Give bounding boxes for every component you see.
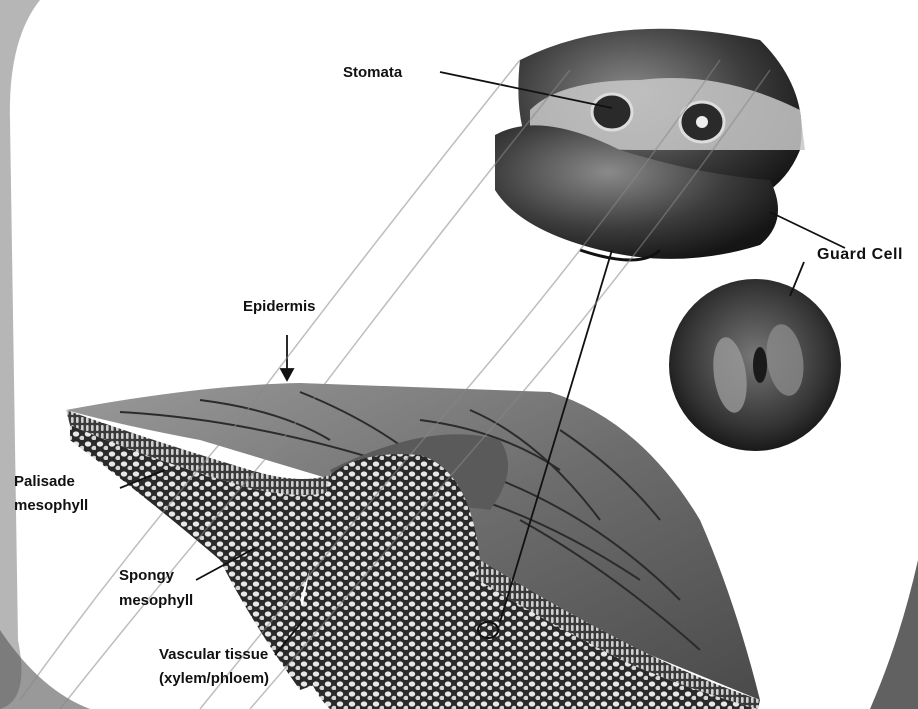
spongy-label-line1: Spongy	[119, 566, 174, 585]
guard-cell-label: Guard Cell	[817, 245, 903, 264]
stomata-label: Stomata	[343, 63, 402, 82]
guard-cell-closeup	[669, 279, 841, 451]
spongy-label-line2: mesophyll	[119, 591, 193, 610]
epidermis-label: Epidermis	[243, 297, 316, 316]
vascular-label-line2: (xylem/phloem)	[159, 669, 269, 688]
stomata-illustration	[495, 29, 805, 260]
palisade-label-line2: mesophyll	[14, 496, 88, 515]
palisade-label-line1: Palisade	[14, 472, 75, 491]
vascular-label-line1: Vascular tissue	[159, 645, 268, 664]
